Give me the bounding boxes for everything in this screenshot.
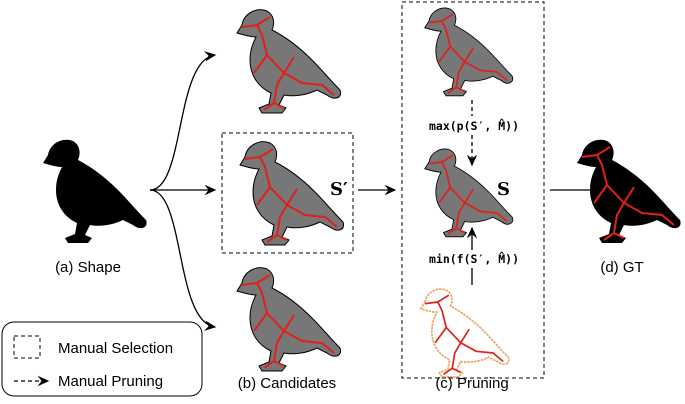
legend-selection-swatch — [13, 335, 41, 359]
max-operator: max(p(S′, M̂)) — [429, 117, 519, 133]
pruning-top — [424, 7, 514, 97]
branch-arrows — [149, 51, 217, 331]
label-pruning: (c) Pruning — [435, 375, 508, 392]
legend-manual-pruning: Manual Pruning — [58, 373, 163, 390]
pruning-box — [401, 1, 545, 379]
legend-manual-selection: Manual Selection — [58, 340, 173, 357]
selection-box — [221, 132, 354, 254]
s-prime-label: S′ — [330, 179, 348, 200]
min-operator: min(f(S′, M̂)) — [429, 250, 519, 266]
label-shape: (a) Shape — [55, 259, 121, 276]
candidate-2 — [239, 141, 345, 246]
input-shape — [43, 139, 147, 243]
candidate-1 — [236, 9, 342, 114]
ground-truth — [577, 139, 681, 243]
s-label: S — [497, 179, 510, 200]
pruning-bottom — [419, 288, 510, 378]
candidate-3 — [236, 267, 342, 372]
label-gt: (d) GT — [600, 259, 643, 276]
legend: Manual Selection Manual Pruning — [1, 321, 203, 397]
label-candidates: (b) Candidates — [238, 375, 336, 392]
